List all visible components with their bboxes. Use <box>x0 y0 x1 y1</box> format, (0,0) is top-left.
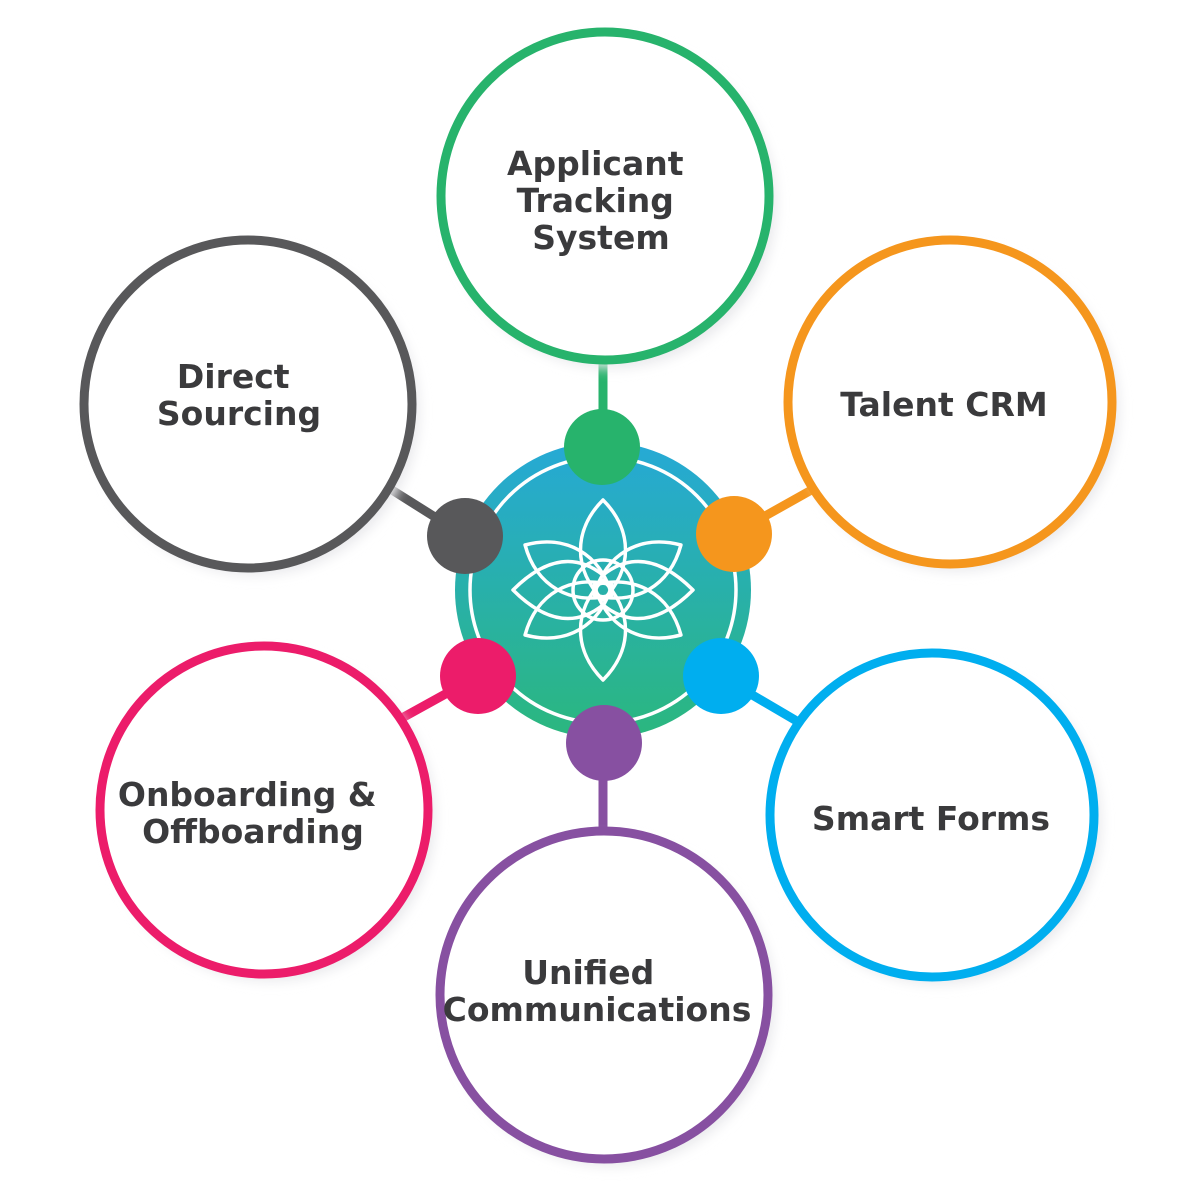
node-label: Talent CRM <box>840 385 1047 424</box>
node-ring <box>436 27 774 365</box>
dot-smart-forms <box>683 638 759 714</box>
dot-unified-communications <box>566 705 642 781</box>
flower-knot-icon <box>511 498 695 682</box>
dot-applicant-tracking <box>564 409 640 485</box>
node-ring <box>79 235 417 573</box>
nodes: Applicant Tracking System Talent CRM Sma… <box>79 27 1119 1166</box>
node-applicant-tracking: Applicant Tracking System <box>436 27 776 368</box>
node-smart-forms: Smart Forms <box>765 648 1101 984</box>
node-ring <box>783 235 1117 569</box>
node-unified-communications: Unified Communications <box>435 826 775 1166</box>
connector-dots <box>427 409 772 781</box>
node-onboarding-offboarding: Onboarding & Offboarding <box>95 641 435 981</box>
node-ring <box>95 641 433 979</box>
node-label: Smart Forms <box>812 799 1050 838</box>
node-label: Direct Sourcing <box>157 357 321 433</box>
dot-direct-sourcing <box>427 498 503 574</box>
dot-onboarding-offboarding <box>440 638 516 714</box>
node-ring <box>765 648 1099 982</box>
central-hub <box>455 442 751 738</box>
node-label: Applicant Tracking System <box>507 144 695 257</box>
node-talent-crm: Talent CRM <box>783 235 1119 571</box>
node-ring <box>435 826 773 1164</box>
node-label: Onboarding & Offboarding <box>118 775 388 851</box>
dot-talent-crm <box>696 496 772 572</box>
node-label: Unified Communications <box>443 953 752 1029</box>
node-direct-sourcing: Direct Sourcing <box>79 235 419 575</box>
